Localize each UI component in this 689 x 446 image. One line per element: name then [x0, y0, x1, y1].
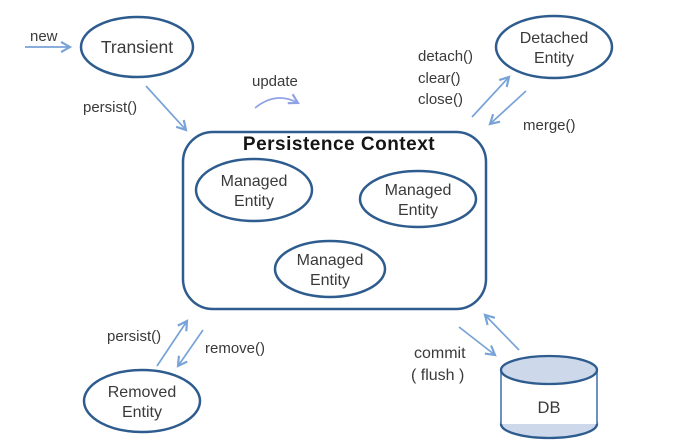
managed-entity-3-node: [273, 239, 387, 299]
remove-label: remove(): [205, 340, 265, 357]
removed-entity-line2: Entity: [122, 404, 162, 421]
close-label: close(): [418, 91, 463, 108]
persist-bottom-arrow: [156, 319, 189, 367]
detached-entity-line1: Detached: [520, 30, 589, 47]
managed-entity-1-line2: Entity: [234, 193, 274, 210]
db-cylinder-top: [499, 354, 599, 386]
managed-entity-3-line1: Managed: [297, 252, 364, 269]
persist-bottom-label: persist(): [107, 328, 161, 345]
managed-entity-3-line2: Entity: [310, 272, 350, 289]
new-label: new: [30, 28, 58, 45]
removed-entity-line1: Removed: [108, 384, 176, 401]
flush-label: ( flush ): [411, 367, 464, 384]
managed-entity-2-node: [358, 169, 478, 229]
detach-arrow: [471, 75, 511, 118]
managed-entity-1-line1: Managed: [221, 173, 288, 190]
persist-top-label: persist(): [83, 99, 137, 116]
merge-label: merge(): [523, 117, 576, 134]
managed-entity-2-line2: Entity: [398, 202, 438, 219]
transient-label: Transient: [101, 37, 173, 57]
persistence-context-title: Persistence Context: [243, 134, 435, 155]
clear-label: clear(): [418, 70, 461, 87]
merge-arrow: [488, 90, 527, 126]
removed-entity-node: [82, 368, 202, 434]
persist-top-arrow: [145, 85, 188, 132]
detached-entity-line2: Entity: [534, 50, 574, 67]
managed-entity-2-line1: Managed: [385, 182, 452, 199]
commit-label: commit: [414, 345, 466, 362]
db-cylinder: DB: [499, 354, 599, 440]
detach-label: detach(): [418, 48, 473, 65]
db-to-context-arrow: [483, 313, 520, 351]
commit-arrow: [458, 326, 497, 357]
update-arrow: [254, 93, 300, 109]
detached-entity-node: [494, 14, 614, 80]
transient-node: [79, 15, 195, 79]
managed-entity-1-node: [194, 157, 314, 223]
update-label: update: [252, 73, 298, 90]
db-label: DB: [538, 399, 561, 417]
remove-arrow: [176, 329, 204, 368]
